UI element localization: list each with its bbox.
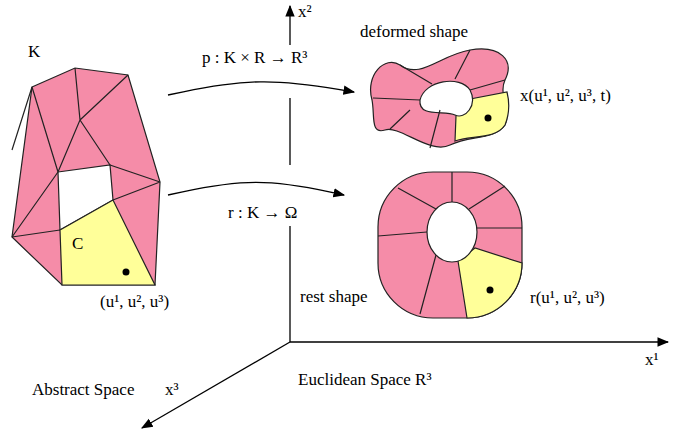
mapping-label: p : K × R → R³ <box>200 48 309 68</box>
cell-text: C <box>72 234 83 254</box>
mapping-arrow <box>168 182 344 195</box>
space-label: Euclidean Space R³ <box>298 370 432 390</box>
axis-label: x¹ <box>645 350 659 370</box>
figure-path <box>12 68 160 237</box>
deformed-shape-text: deformed shape <box>360 22 468 42</box>
abstract-complex: KC <box>8 40 168 290</box>
mapping-label: r : K → Ω <box>226 203 299 223</box>
x2-axis <box>289 98 290 165</box>
x1-axis <box>290 341 668 342</box>
figure-path <box>458 248 522 318</box>
figure-path <box>373 50 505 148</box>
space-label: Abstract Space <box>32 380 134 400</box>
x2-axis <box>289 226 290 342</box>
deformed-shape-text: x(u¹, u², u³, t) <box>520 86 611 106</box>
figure-ellipse <box>427 202 477 262</box>
axis-label: x² <box>298 2 312 22</box>
rest-shape-figure <box>378 172 522 318</box>
deformed-shape-outline <box>355 22 675 152</box>
figure-rect <box>378 172 522 318</box>
figure-path <box>371 49 509 147</box>
cell: C <box>58 198 158 290</box>
x2-axis <box>289 6 290 45</box>
figure-polygon <box>12 68 160 285</box>
deformed-shape: deformed shape x(u¹, u², u³, t) <box>355 22 675 152</box>
axis-label: x³ <box>165 380 179 400</box>
rest-shape-text: rest shape <box>300 287 368 307</box>
figure-path <box>420 81 473 116</box>
cell-figure <box>60 200 155 285</box>
abstract-complex-text: K <box>28 42 40 62</box>
deformed-shape-figure <box>371 49 509 148</box>
x3-axis <box>142 342 290 428</box>
mapping-arrow <box>168 82 354 95</box>
rest-shape-outline <box>345 165 675 325</box>
coordinate-label: (u¹, u², u³) <box>100 292 169 312</box>
abstract-complex-figure <box>12 68 160 285</box>
figure-circle <box>123 269 130 276</box>
rest-shape: rest shaper(u¹, u², u³) <box>345 165 675 325</box>
figure-path <box>378 172 522 314</box>
rest-shape-text: r(u¹, u², u³) <box>530 288 605 308</box>
figure-polygon <box>60 200 155 285</box>
figure-circle <box>485 115 492 122</box>
figure-circle <box>487 287 494 294</box>
